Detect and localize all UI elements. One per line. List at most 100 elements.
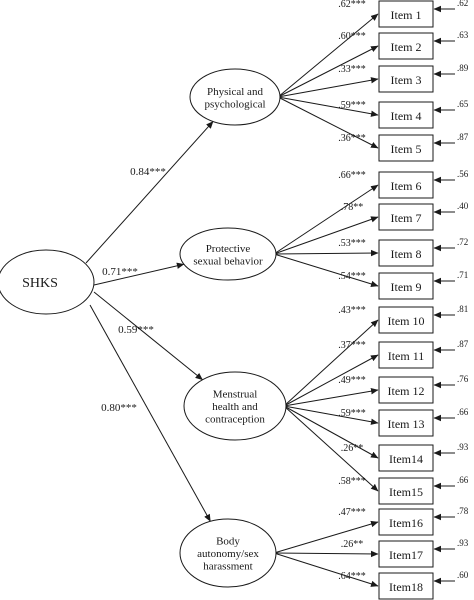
error-variance-label: .89 <box>457 63 469 73</box>
item-loading-arrow <box>277 45 379 98</box>
factor-label-line: psychological <box>204 98 265 110</box>
item-loading-arrow <box>273 550 379 558</box>
item-label: Item 11 <box>388 349 425 363</box>
item-box <box>378 65 434 93</box>
item-label: Item 13 <box>388 417 425 431</box>
item-label: Item16 <box>389 516 423 530</box>
factor-label-line: Protective <box>206 243 251 255</box>
item-box <box>378 341 434 369</box>
factor-label-line: harassment <box>203 561 252 573</box>
factor-loading-arrow <box>85 121 214 264</box>
item-box <box>378 540 434 568</box>
item-coef-label: .62*** <box>338 0 366 10</box>
item-coef-label: .78** <box>341 202 364 213</box>
error-variance-label: .72 <box>457 237 468 247</box>
error-variance-label: .63 <box>457 30 469 40</box>
item-label: Item18 <box>389 580 423 594</box>
error-variance-label: .78 <box>457 506 469 516</box>
item-coef-label: .58*** <box>338 476 366 487</box>
item-box <box>378 572 434 600</box>
factor-loading-label: 0.71*** <box>102 266 138 278</box>
error-variance-label: .60 <box>457 570 469 580</box>
item-coef-label: .59*** <box>338 100 366 111</box>
item-label: Item 7 <box>391 211 422 225</box>
error-variance-label: .66 <box>457 475 469 485</box>
factor-loading-arrow <box>93 262 185 286</box>
factor-label-line: contraception <box>205 414 265 426</box>
factor-label-line: Body <box>216 536 240 548</box>
item-label: Item 9 <box>391 280 422 294</box>
root-node-shks <box>0 249 95 315</box>
item-box <box>378 171 434 199</box>
item-coef-label: .33*** <box>338 64 366 75</box>
factor-node <box>179 518 277 588</box>
item-box <box>378 508 434 536</box>
factor-loading-label: 0.80*** <box>101 402 137 414</box>
item-box <box>378 306 434 334</box>
item-coef-label: .26** <box>341 443 364 454</box>
item-box <box>378 134 434 162</box>
factor-node <box>183 371 287 441</box>
factor-label-line: sexual behavior <box>193 255 263 267</box>
item-loading-arrow <box>273 552 379 587</box>
item-box <box>378 239 434 267</box>
factor-label-line: Menstrual <box>213 389 258 401</box>
item-loading-arrow <box>283 405 379 492</box>
factor-label-line: autonomy/sex <box>197 548 259 560</box>
item-coef-label: .66*** <box>338 170 366 181</box>
item-loading-arrow <box>273 520 379 554</box>
item-loading-arrow <box>283 319 379 407</box>
error-variance-label: .65 <box>457 99 469 109</box>
error-variance-label: .93 <box>457 442 469 452</box>
factor-node <box>189 68 281 126</box>
error-variance-label: .66 <box>457 407 469 417</box>
item-coef-label: .37*** <box>338 340 366 351</box>
item-loading-arrow <box>273 216 379 255</box>
item-label: Item14 <box>389 452 423 466</box>
item-loading-arrow <box>277 96 379 149</box>
error-variance-label: .40 <box>457 201 469 211</box>
item-coef-label: .54*** <box>338 271 366 282</box>
item-loading-arrow <box>283 388 379 407</box>
error-variance-label: .56 <box>457 169 469 179</box>
factor-label-line: Physical and <box>207 86 263 98</box>
item-label: Item 6 <box>391 179 422 193</box>
factor-loading-label: 0.84*** <box>130 166 166 178</box>
item-box <box>378 409 434 437</box>
error-variance-label: .81 <box>457 304 468 314</box>
item-coef-label: .26** <box>341 539 364 550</box>
factor-loading-arrow <box>93 291 203 381</box>
item-coef-label: .60*** <box>338 31 366 42</box>
item-loading-arrow <box>277 96 379 117</box>
item-box <box>378 272 434 300</box>
error-variance-label: .87 <box>457 132 469 142</box>
item-loading-arrow <box>273 184 379 255</box>
item-label: Item 4 <box>391 109 422 123</box>
item-loading-arrow <box>273 253 379 287</box>
item-label: Item15 <box>389 485 423 499</box>
factor-node <box>179 227 277 281</box>
factor-label-line: health and <box>212 401 258 413</box>
item-coef-label: .36*** <box>338 133 366 144</box>
item-loading-arrow <box>283 354 379 407</box>
item-loading-arrow <box>277 77 379 98</box>
item-label: Item 2 <box>391 40 422 54</box>
item-box <box>378 0 434 28</box>
error-variance-label: .76 <box>457 374 469 384</box>
item-label: Item 8 <box>391 247 422 261</box>
item-loading-arrow <box>277 13 379 98</box>
item-coef-label: .59*** <box>338 408 366 419</box>
item-label: Item 3 <box>391 73 422 87</box>
item-loading-arrow <box>283 405 379 459</box>
item-box <box>378 101 434 129</box>
error-variance-label: .71 <box>457 270 468 280</box>
item-coef-label: .64*** <box>338 571 366 582</box>
item-coef-label: .53*** <box>338 238 366 249</box>
item-loading-arrow <box>273 249 379 257</box>
factor-loading-label: 0.59*** <box>118 324 154 336</box>
item-box <box>378 477 434 505</box>
item-box <box>378 203 434 231</box>
factor-loading-arrow <box>89 304 211 522</box>
item-label: Item 10 <box>388 314 425 328</box>
